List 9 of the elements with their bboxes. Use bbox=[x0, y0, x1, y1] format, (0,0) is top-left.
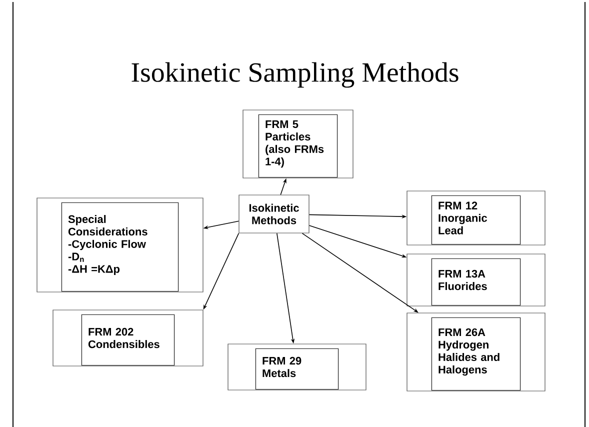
method-box: FRM 29 Metals bbox=[228, 344, 366, 390]
center-box: Isokinetic Methods bbox=[238, 194, 310, 234]
method-box: FRM 26A Hydrogen Halides and Halogens bbox=[406, 312, 546, 392]
method-box: FRM 5 Particles (also FRMs 1-4) bbox=[242, 110, 354, 178]
method-box: FRM 12 Inorganic Lead bbox=[406, 190, 546, 246]
method-box: FRM 13A Fluorides bbox=[406, 254, 546, 306]
title: Isokinetic Sampling Methods bbox=[132, 62, 458, 88]
method-box: FRM 202 Condensibles bbox=[52, 310, 204, 366]
method-box: Special Considerations -Cyclonic Flow -D$_{n}$ -ΔH =KΔp bbox=[36, 198, 204, 292]
